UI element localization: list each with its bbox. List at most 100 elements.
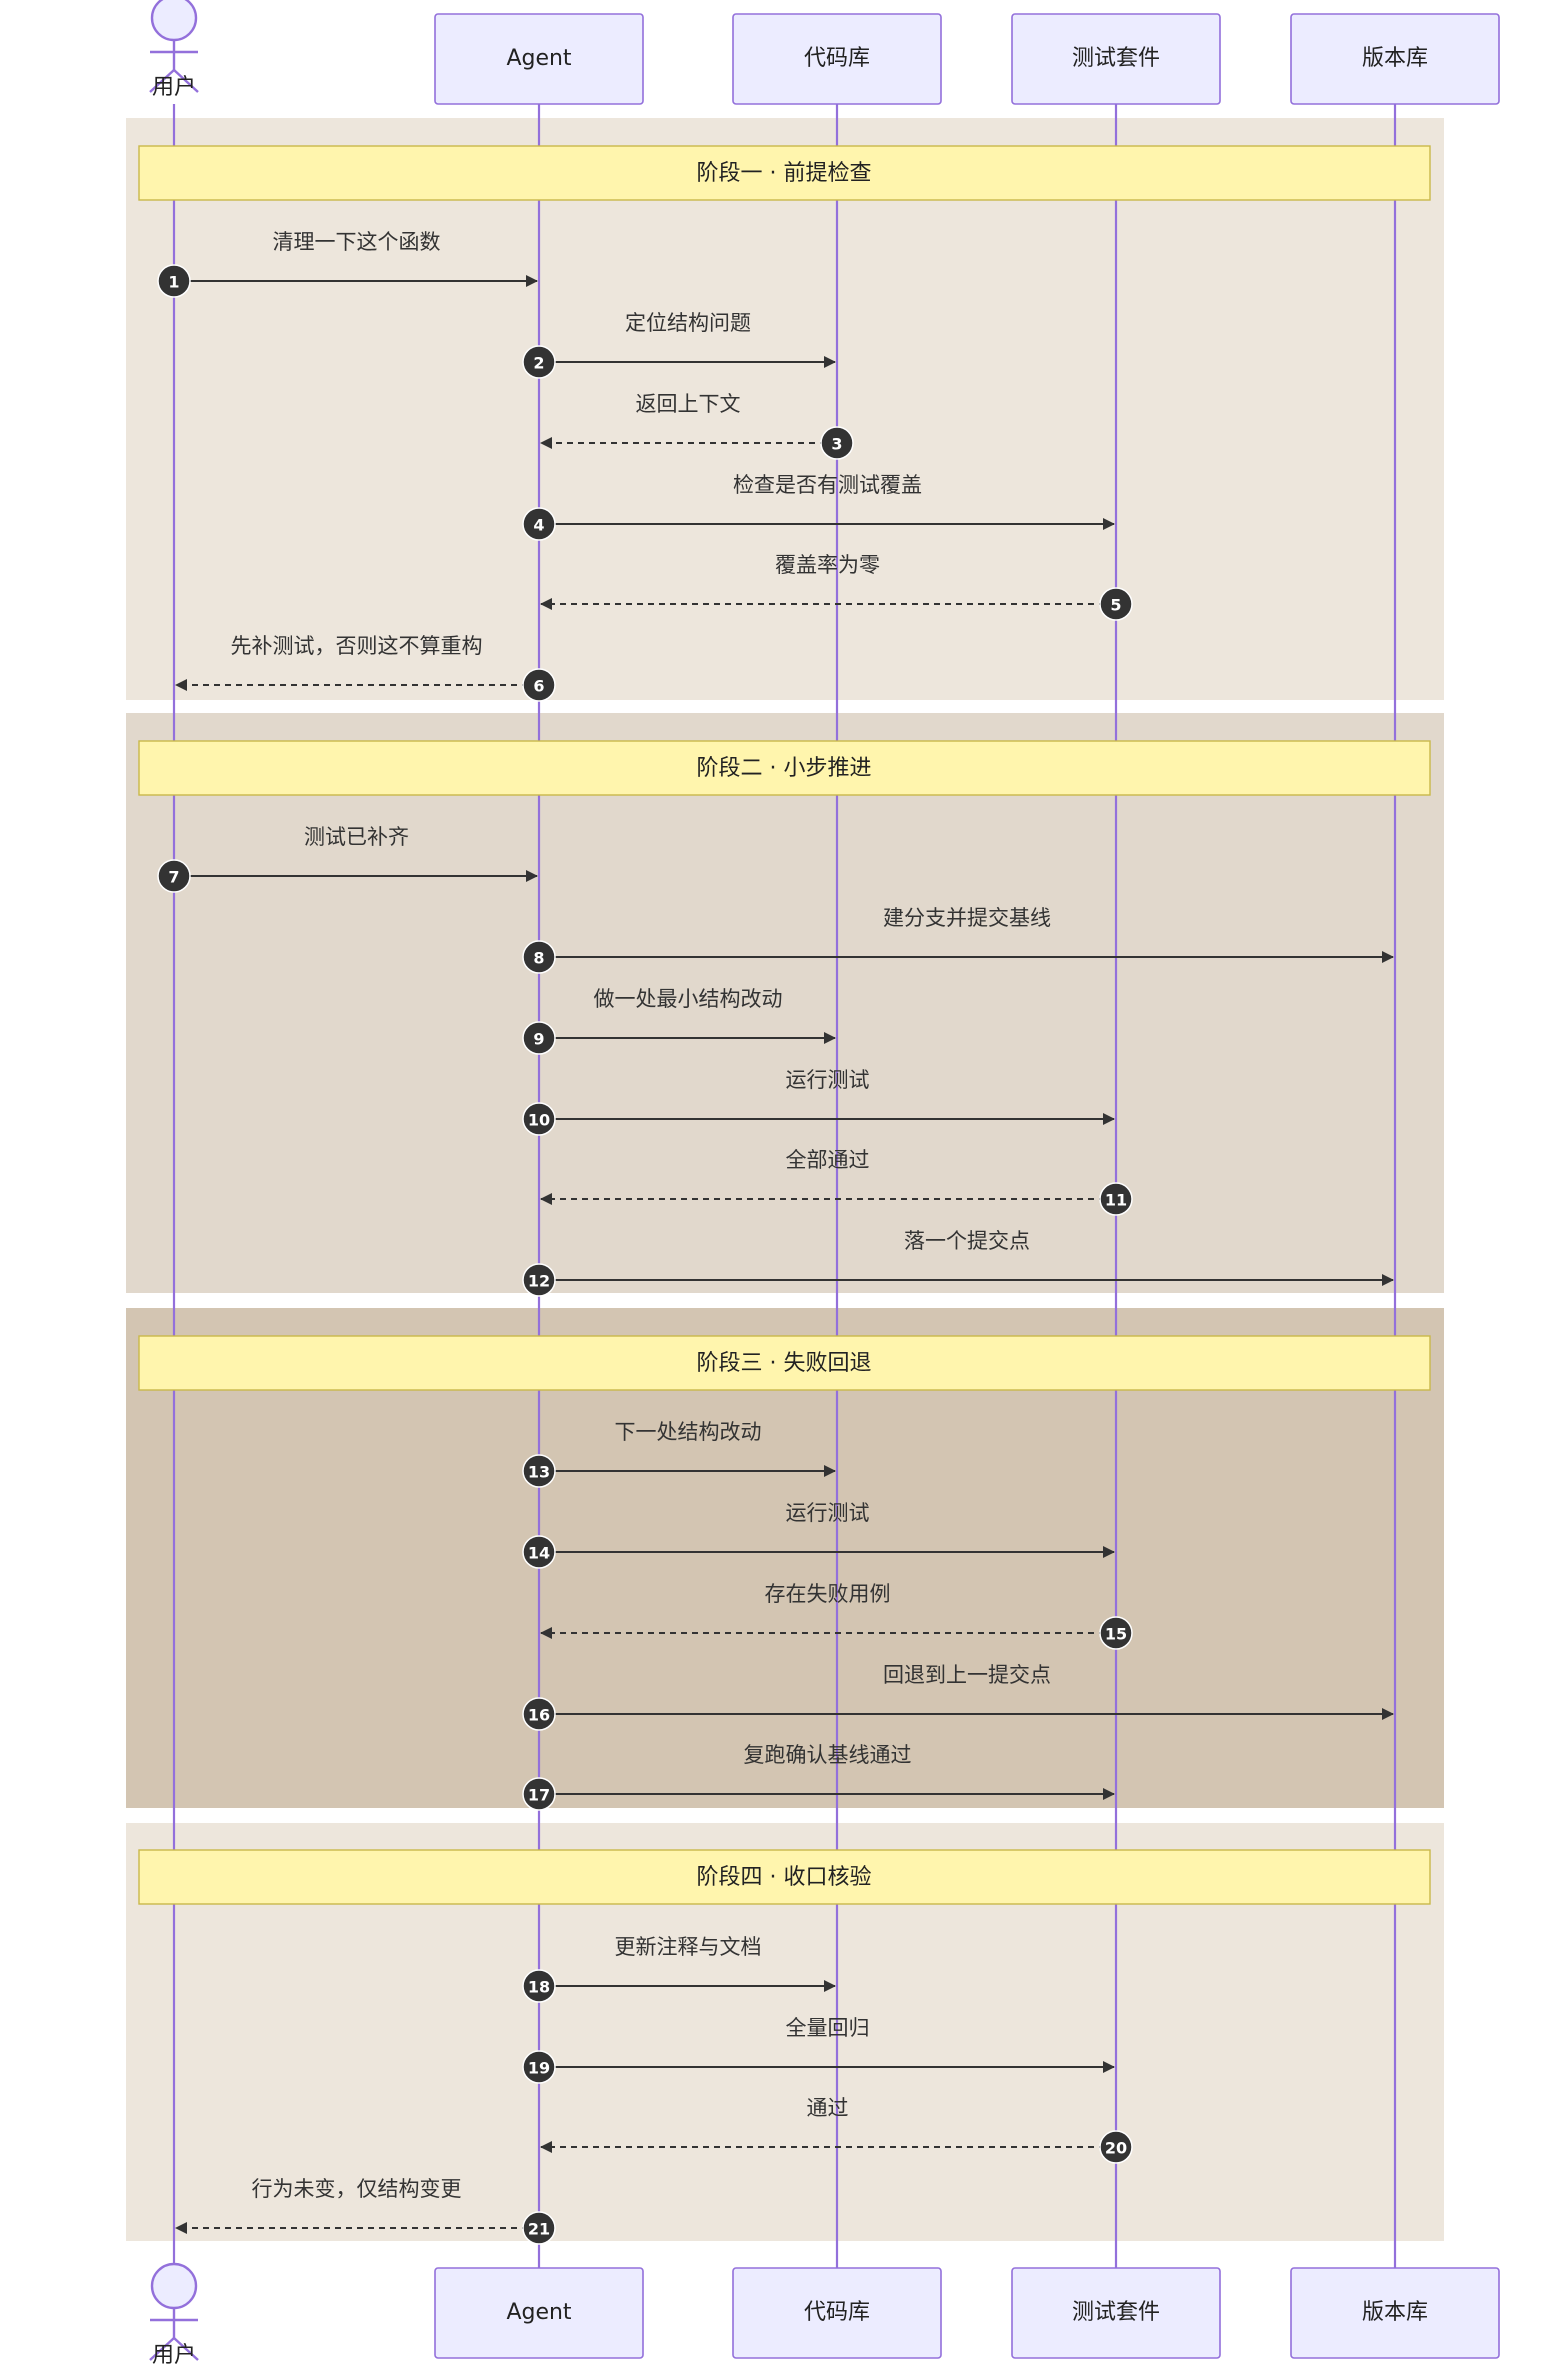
sequence-number: 19 — [528, 2059, 550, 2078]
participant-label: 代码库 — [804, 46, 870, 71]
sequence-number: 15 — [1105, 1625, 1127, 1644]
sequence-number-badge — [1099, 1616, 1133, 1650]
participant-box — [1011, 2267, 1221, 2359]
phase-backgrounds — [126, 118, 1444, 2241]
message-label: 做一处最小结构改动 — [594, 987, 783, 1011]
message: 存在失败用例 15 — [540, 1582, 1133, 1650]
sequence-number-badge — [522, 507, 556, 541]
sequence-number-badge — [522, 1697, 556, 1731]
message-label: 下一处结构改动 — [615, 1420, 762, 1444]
sequence-number-badge — [157, 859, 191, 893]
actor-icon — [149, 2262, 199, 2361]
sequence-number-badge — [522, 1021, 556, 1055]
phase-note-box — [138, 1849, 1431, 1905]
message-label: 行为未变，仅结构变更 — [252, 2177, 462, 2201]
sequence-number: 12 — [528, 1272, 550, 1291]
message: 回退到上一提交点 16 — [522, 1663, 1394, 1731]
sequence-number: 18 — [528, 1978, 550, 1997]
sequence-number-badge — [522, 668, 556, 702]
message-label: 覆盖率为零 — [775, 553, 880, 577]
participant-label: 用户 — [152, 75, 196, 100]
participant-label: 用户 — [152, 2343, 196, 2368]
participant-vcs-bottom: 版本库 — [1290, 2267, 1500, 2359]
phase-title: 阶段二 · 小步推进 — [697, 756, 872, 781]
message-label: 清理一下这个函数 — [273, 230, 441, 254]
participant-box — [434, 2267, 644, 2359]
phase-title: 阶段一 · 前提检查 — [697, 161, 872, 186]
phase-band — [126, 118, 1444, 700]
actor-icon — [149, 0, 199, 93]
message-label: 通过 — [807, 2096, 849, 2120]
message: 落一个提交点 12 — [522, 1229, 1394, 1297]
participant-label: 测试套件 — [1072, 46, 1160, 71]
phase-note: 阶段四 · 收口核验 — [138, 1849, 1431, 1905]
phase-note-box — [138, 740, 1431, 796]
sequence-number: 7 — [168, 868, 179, 887]
sequence-number: 2 — [533, 354, 544, 373]
participant-label: Agent — [506, 46, 571, 71]
message-label: 检查是否有测试覆盖 — [733, 473, 922, 497]
message-label: 更新注释与文档 — [615, 1935, 762, 1959]
sequence-number: 3 — [831, 435, 842, 454]
participant-box — [732, 13, 942, 105]
participant-label: 代码库 — [804, 2300, 870, 2325]
participant-tests-top: 测试套件 — [1011, 13, 1221, 105]
sequence-number-badge — [522, 1263, 556, 1297]
message: 返回上下文 3 — [540, 392, 854, 460]
participant-label: 版本库 — [1362, 46, 1428, 71]
message: 先补测试，否则这不算重构 6 — [175, 634, 556, 702]
message-label: 返回上下文 — [636, 392, 741, 416]
message-label: 落一个提交点 — [904, 1229, 1030, 1253]
message-label: 测试已补齐 — [304, 825, 409, 849]
participant-repo-bottom: 代码库 — [732, 2267, 942, 2359]
sequence-number: 9 — [533, 1030, 544, 1049]
message-label: 存在失败用例 — [765, 1582, 891, 1606]
message: 下一处结构改动 13 — [522, 1420, 836, 1488]
message: 清理一下这个函数 1 — [157, 230, 538, 298]
message-label: 运行测试 — [786, 1068, 870, 1092]
participant-tests-bottom: 测试套件 — [1011, 2267, 1221, 2359]
sequence-number-badge — [522, 1969, 556, 2003]
participant-agent-bottom: Agent — [434, 2267, 644, 2359]
participant-box — [434, 13, 644, 105]
sequence-number-badge — [1099, 1182, 1133, 1216]
sequence-number-badge — [820, 426, 854, 460]
sequence-number: 1 — [168, 273, 179, 292]
sequence-number: 5 — [1110, 596, 1121, 615]
sequence-number-badge — [522, 940, 556, 974]
phase-title: 阶段四 · 收口核验 — [697, 1865, 872, 1890]
participant-vcs-top: 版本库 — [1290, 13, 1500, 105]
participant-user-bottom: 用户 — [149, 2262, 199, 2368]
sequence-number-badge — [522, 345, 556, 379]
message-label: 全部通过 — [786, 1148, 870, 1172]
participant-agent-top: Agent — [434, 13, 644, 105]
sequence-number: 16 — [528, 1706, 550, 1725]
participant-box — [732, 2267, 942, 2359]
participant-box — [1011, 13, 1221, 105]
phase-note-box — [138, 1335, 1431, 1391]
sequence-number: 8 — [533, 949, 544, 968]
participant-label: Agent — [506, 2300, 571, 2325]
sequence-number-badge — [522, 1535, 556, 1569]
sequence-number: 6 — [533, 677, 544, 696]
phase-note: 阶段三 · 失败回退 — [138, 1335, 1431, 1391]
sequence-number-badge — [157, 264, 191, 298]
lifelines — [172, 104, 1397, 2268]
participant-box — [1290, 2267, 1500, 2359]
message-label: 回退到上一提交点 — [883, 1663, 1051, 1687]
sequence-number: 13 — [528, 1463, 550, 1482]
phase-title: 阶段三 · 失败回退 — [697, 1351, 872, 1376]
message-label: 先补测试，否则这不算重构 — [231, 634, 483, 658]
